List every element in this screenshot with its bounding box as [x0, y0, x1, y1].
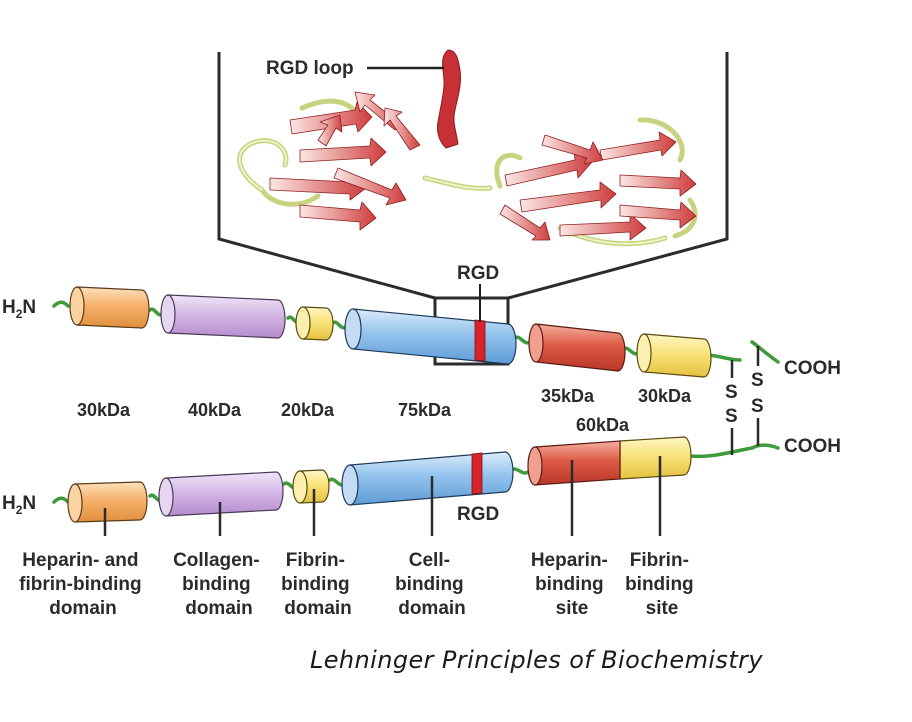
disulfide-s-2: S [725, 406, 738, 427]
bottom-segment-purple [158, 471, 284, 517]
domain-pointers [103, 456, 662, 536]
disulfide-s-3: S [751, 370, 764, 391]
kda-label-red: 35kDa [541, 386, 595, 406]
n-terminus-bottom: H2N [2, 493, 36, 517]
rgd-band-top [474, 319, 486, 362]
rgd-label-top: RGD [457, 263, 499, 284]
kda-label-blue: 75kDa [398, 400, 452, 420]
disulfide-s-4: S [751, 396, 764, 417]
bottom-chain [67, 436, 692, 523]
c-terminus-top: COOH [784, 358, 841, 379]
top-segment-yellow-small [295, 306, 334, 341]
bottom-segment-yellow-small [292, 469, 330, 504]
top-chain [69, 286, 712, 378]
domain-label-fibrin-site: Fibrin- binding site [625, 550, 699, 619]
c-terminus-bottom: COOH [784, 436, 841, 457]
top-segment-yellow [636, 333, 712, 378]
kda-label-combined: 60kDa [576, 415, 630, 435]
protein-ribbon-structure [237, 49, 698, 247]
kda-label-yellow-small: 20kDa [281, 400, 335, 420]
bottom-segment-orange [67, 481, 148, 523]
kda-label-yellow: 30kDa [638, 386, 692, 406]
rgd-band-bottom [471, 452, 483, 495]
bottom-segment-red-yellow [527, 436, 692, 486]
domain-label-cell: Cell- binding domain [395, 550, 469, 619]
domain-label-heparin-site: Heparin- binding site [531, 550, 613, 619]
n-terminus-top: H2N [2, 297, 36, 321]
rgd-loop-ribbon [437, 49, 461, 149]
top-segment-purple [160, 294, 286, 339]
disulfide-bridges: S S S S [725, 340, 780, 455]
bottom-segment-blue [341, 451, 514, 506]
source-credit: Lehninger Principles of Biochemistry [310, 646, 763, 674]
rgd-label-bottom: RGD [457, 504, 499, 525]
domain-label-collagen: Collagen- binding domain [173, 550, 265, 619]
kda-label-purple: 40kDa [188, 400, 242, 420]
top-segment-orange [69, 286, 150, 329]
top-segment-blue [344, 308, 517, 365]
disulfide-s-1: S [725, 382, 738, 403]
domain-label-fibrin: Fibrin- binding domain [281, 550, 355, 619]
kda-label-orange: 30kDa [77, 400, 131, 420]
rgd-loop-label: RGD loop [266, 58, 354, 79]
top-segment-red [528, 323, 626, 372]
domain-labels: Heparin- and fibrin-binding domain Colla… [19, 550, 699, 619]
domain-label-heparin-fibrin: Heparin- and fibrin-binding domain [19, 550, 147, 619]
